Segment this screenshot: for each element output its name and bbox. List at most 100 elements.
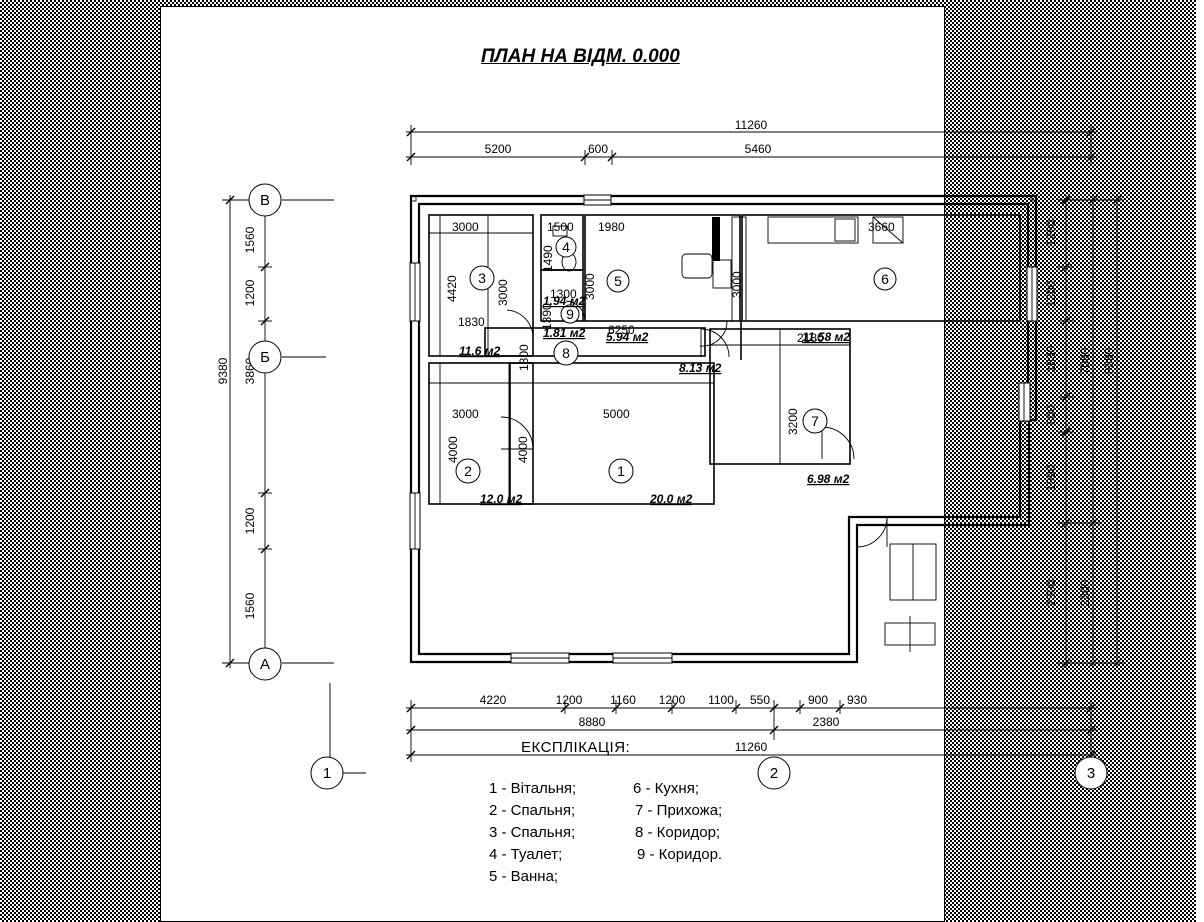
axis-circle-a bbox=[248, 647, 282, 681]
axis-circle-3 bbox=[1074, 756, 1108, 790]
dim-bottom-s2: 2380 bbox=[813, 715, 840, 729]
r4-height: 1490 bbox=[541, 245, 555, 272]
room-number: 7 bbox=[811, 413, 819, 429]
windows bbox=[409, 194, 1038, 664]
column bbox=[1030, 195, 1037, 202]
legend-item: 1 - Вітальня; bbox=[489, 780, 577, 797]
r1-height: 4000 bbox=[516, 436, 530, 463]
legend-item: 4 - Туалет; bbox=[489, 846, 563, 863]
room-marker bbox=[802, 408, 828, 434]
cabinet-icon bbox=[731, 216, 747, 322]
washer-icon bbox=[712, 259, 732, 289]
room-number: 4 bbox=[562, 239, 570, 255]
dim-bottom-1: 4220 bbox=[480, 693, 507, 707]
top-dimensions: 11260 5200 600 5460 bbox=[406, 118, 1097, 165]
inner-dimensions: 3000 3000 4420 1830 1500 1490 1300 1390 … bbox=[429, 215, 895, 504]
dim-left-5: 1560 bbox=[243, 592, 257, 619]
dim-right-sub2: 2300 bbox=[1078, 579, 1092, 606]
dim-right-sub: 7080 bbox=[1078, 347, 1092, 374]
dim-bottom-8: 930 bbox=[847, 693, 867, 707]
legend-item: 3 - Спальня; bbox=[489, 824, 576, 841]
dim-right-3: 1830 bbox=[1044, 345, 1058, 372]
r3-height: 3000 bbox=[496, 279, 510, 306]
dim-top-1: 5200 bbox=[485, 142, 512, 156]
room-area: 11.6 м2 bbox=[459, 344, 501, 358]
dim-right-2: 1200 bbox=[1044, 280, 1058, 307]
dim-bottom-6: 550 bbox=[750, 693, 770, 707]
dim-right-total: 9380 bbox=[1102, 347, 1116, 374]
interior-walls bbox=[428, 214, 1021, 505]
room-number: 6 bbox=[881, 271, 889, 287]
column bbox=[410, 195, 417, 202]
r5-height: 3000 bbox=[583, 273, 597, 300]
room-marker bbox=[608, 458, 634, 484]
axis-circle-v bbox=[248, 183, 282, 217]
room-area: 1.81 м2 bbox=[543, 326, 586, 340]
bathtub-icon bbox=[681, 253, 713, 279]
r8-width: 6250 bbox=[608, 323, 635, 337]
stove-icon bbox=[834, 218, 856, 242]
r3-width: 3000 bbox=[452, 220, 479, 234]
room-area: 1.94 м2 bbox=[543, 294, 586, 308]
r2-width: 3000 bbox=[452, 407, 479, 421]
dim-right-4: 800 bbox=[1044, 405, 1058, 425]
dim-bottom-5: 1100 bbox=[708, 693, 734, 707]
dim-bottom-7: 900 bbox=[808, 693, 828, 707]
axis-label-v: В bbox=[260, 192, 270, 209]
fixtures bbox=[552, 216, 937, 652]
dim-bottom-4: 1200 bbox=[659, 693, 686, 707]
r4-width: 1500 bbox=[547, 220, 574, 234]
dim-right-1: 1260 bbox=[1044, 219, 1058, 246]
room-area: 11.58 м2 bbox=[802, 330, 850, 344]
r6-width: 3660 bbox=[868, 220, 895, 234]
axis-circle-2 bbox=[757, 756, 791, 790]
axis-markers: В Б А 1 2 3 bbox=[248, 183, 1108, 790]
room-number: 3 bbox=[478, 270, 486, 286]
legend-item: 7 - Прихожа; bbox=[635, 802, 723, 819]
sheet-edge bbox=[1196, 0, 1204, 922]
radiator-icon bbox=[712, 217, 720, 261]
room-area: 20.0 м2 bbox=[649, 492, 693, 506]
dim-left-total: 9380 bbox=[216, 357, 230, 384]
room-marker bbox=[455, 458, 481, 484]
room-number: 8 bbox=[562, 345, 570, 361]
room-areas: 20.0 м2 12.0 м2 11.6 м2 1.94 м2 5.94 м2 … bbox=[459, 294, 850, 506]
dim-top-3: 5460 bbox=[745, 142, 772, 156]
room-number: 2 bbox=[464, 463, 472, 479]
axis-label-1: 1 bbox=[323, 765, 331, 782]
dim-top-2: 600 bbox=[588, 142, 608, 156]
room-marker bbox=[560, 304, 580, 324]
dim-right-5: 1990 bbox=[1044, 464, 1058, 491]
dim-top-total: 11260 bbox=[735, 118, 768, 132]
left-dimensions: 9380 1560 1200 3860 1200 1560 bbox=[216, 195, 272, 668]
dim-left-4: 1200 bbox=[243, 507, 257, 534]
dim-right-6: 2300 bbox=[1044, 579, 1058, 606]
room-marker bbox=[606, 269, 630, 293]
room-number: 9 bbox=[566, 306, 574, 322]
room-number: 5 bbox=[614, 273, 622, 289]
room-marker bbox=[873, 267, 897, 291]
dim-left-2: 1200 bbox=[243, 279, 257, 306]
axis-label-2: 2 bbox=[770, 765, 778, 782]
legend-item: 2 - Спальня; bbox=[489, 802, 576, 819]
axis-label-a: А bbox=[260, 656, 270, 673]
dim-bottom-total: 11260 bbox=[735, 740, 768, 754]
r9-width: 1300 bbox=[550, 287, 577, 301]
cabinet-icon bbox=[872, 216, 904, 244]
axis-circle-1 bbox=[310, 756, 344, 790]
r2-height: 4000 bbox=[446, 436, 460, 463]
room-area: 6.98 м2 bbox=[807, 472, 850, 486]
sink-icon bbox=[552, 225, 568, 237]
axis-label-3: 3 bbox=[1087, 765, 1095, 782]
window bbox=[1018, 382, 1031, 422]
r8-height: 1300 bbox=[517, 344, 531, 371]
explication-title: ЕКСПЛІКАЦІЯ: bbox=[521, 739, 631, 756]
plan-title: ПЛАН НА ВІДМ. 0.000 bbox=[481, 46, 680, 67]
r6-height: 3000 bbox=[730, 271, 744, 298]
legend-item: 9 - Коридор. bbox=[637, 846, 723, 863]
counter-icon bbox=[767, 216, 859, 244]
room-marker bbox=[469, 265, 495, 291]
room-number: 1 bbox=[617, 463, 625, 479]
room-area: 12.0 м2 bbox=[480, 492, 523, 506]
